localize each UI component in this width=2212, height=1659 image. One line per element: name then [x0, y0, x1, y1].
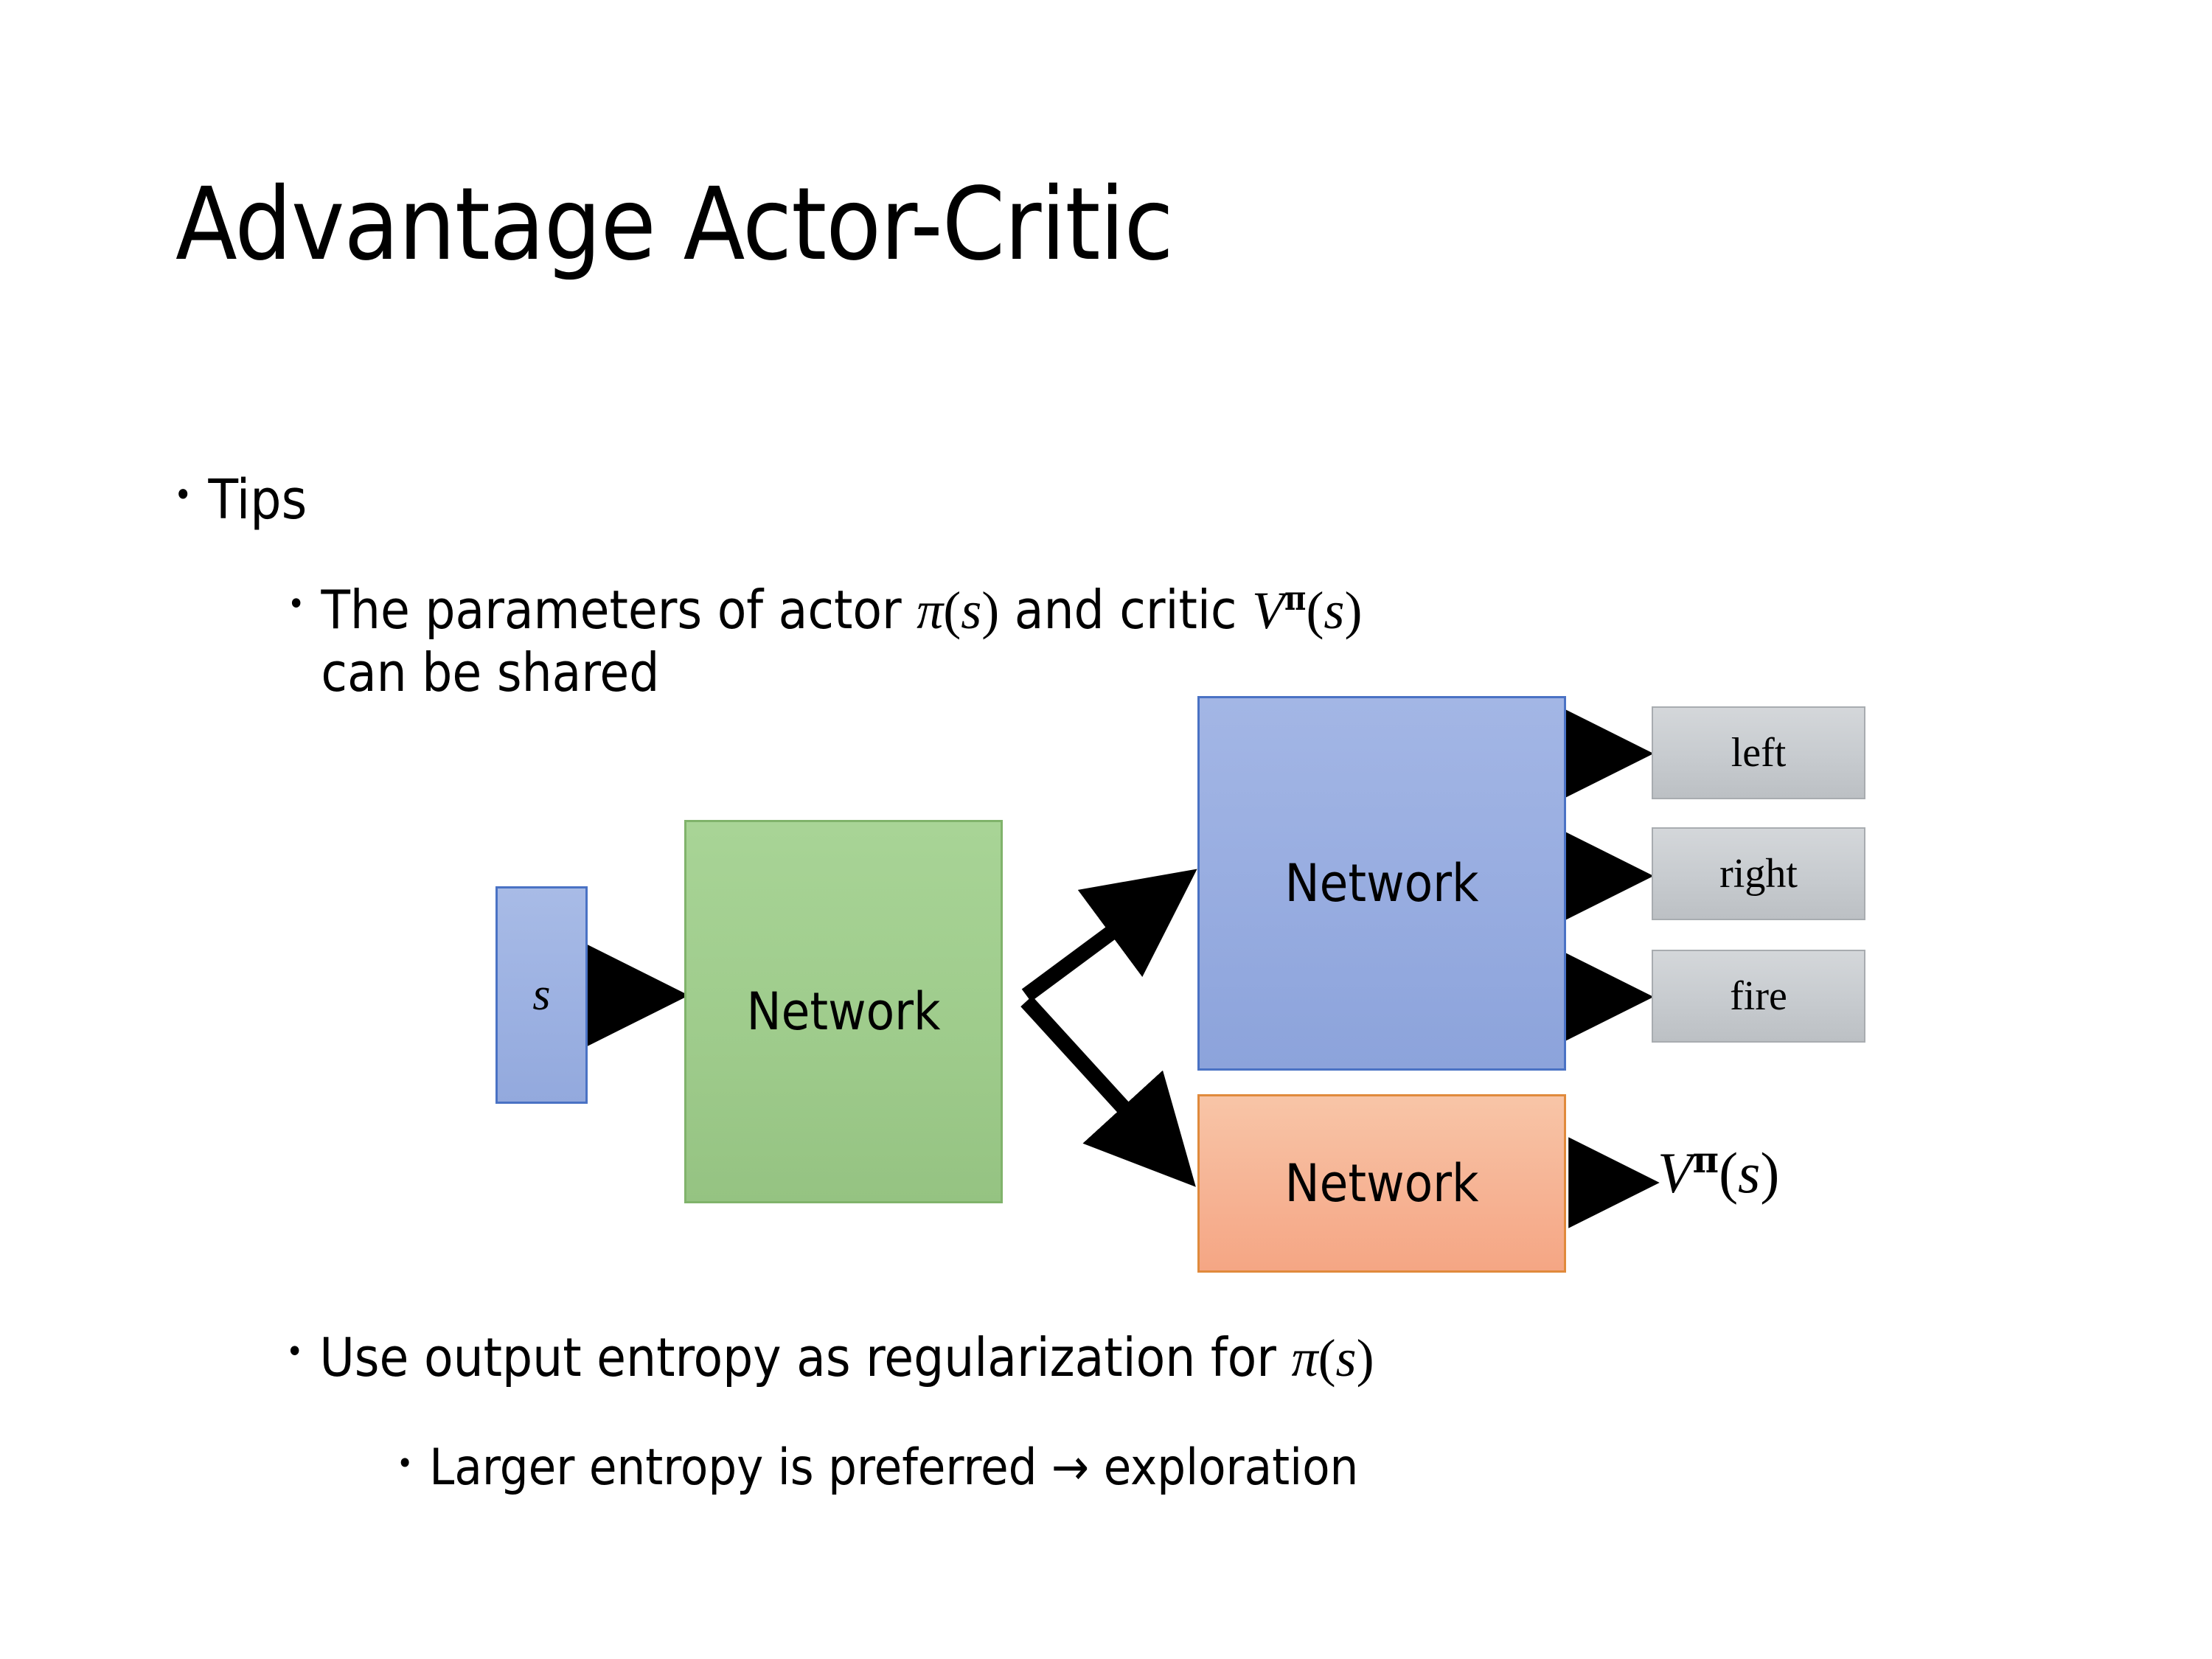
state-input-box[interactable]: s [495, 886, 588, 1104]
actor-network-label: Network [1284, 853, 1479, 914]
shared-params-line2: can be shared [321, 641, 660, 703]
page-title: Advantage Actor-Critic [175, 167, 1174, 283]
bullet-larger-entropy: • Larger entropy is preferred → explorat… [397, 1439, 1358, 1498]
action-label-right: right [1719, 851, 1798, 897]
shared-network-box[interactable]: Network [684, 820, 1003, 1203]
bullet-shared-parameters-text: The parameters of actor π(s) and critic … [321, 579, 1363, 703]
math-v-pi-s: Vπ(s) [1252, 579, 1363, 640]
math-pi-s-entropy: π(s) [1291, 1329, 1374, 1388]
action-label-left: left [1731, 730, 1787, 776]
action-label-fire: fire [1730, 973, 1787, 1019]
bullet-larger-entropy-label: Larger entropy is preferred → exploratio… [429, 1439, 1359, 1497]
math-pi-s: π(s) [917, 581, 1000, 640]
critic-network-box[interactable]: Network [1197, 1094, 1566, 1273]
arrow-shared-to-critic [1020, 995, 1196, 1187]
shared-params-pre: The parameters of actor [321, 579, 917, 641]
arrow-shared-to-actor [1021, 869, 1197, 1002]
critic-network-label: Network [1284, 1153, 1479, 1214]
action-box-fire[interactable]: fire [1652, 950, 1865, 1043]
bullet-glyph-icon: • [288, 585, 305, 623]
bullet-entropy-regularization: • Use output entropy as regularization f… [286, 1326, 1374, 1390]
bullet-glyph-icon: • [286, 1333, 304, 1371]
action-box-left[interactable]: left [1652, 706, 1865, 799]
bullet-glyph-icon: • [397, 1445, 414, 1481]
bullet-glyph-icon: • [174, 475, 192, 515]
shared-network-label: Network [746, 981, 941, 1042]
value-function-output: Vπ(s) [1658, 1139, 1779, 1206]
bullet-tips-label: Tips [208, 468, 307, 532]
bullet-entropy-text: Use output entropy as regularization for… [319, 1326, 1374, 1390]
actor-network-box[interactable]: Network [1197, 696, 1566, 1071]
action-box-right[interactable]: right [1652, 827, 1865, 920]
math-v-pi-s-output: Vπ(s) [1658, 1140, 1780, 1205]
state-label: s [532, 970, 551, 1020]
bullet-tips: • Tips [174, 468, 307, 532]
entropy-pre: Use output entropy as regularization for [319, 1326, 1292, 1388]
shared-params-mid: and critic [999, 579, 1253, 641]
bullet-shared-parameters: • The parameters of actor π(s) and criti… [288, 579, 1998, 703]
